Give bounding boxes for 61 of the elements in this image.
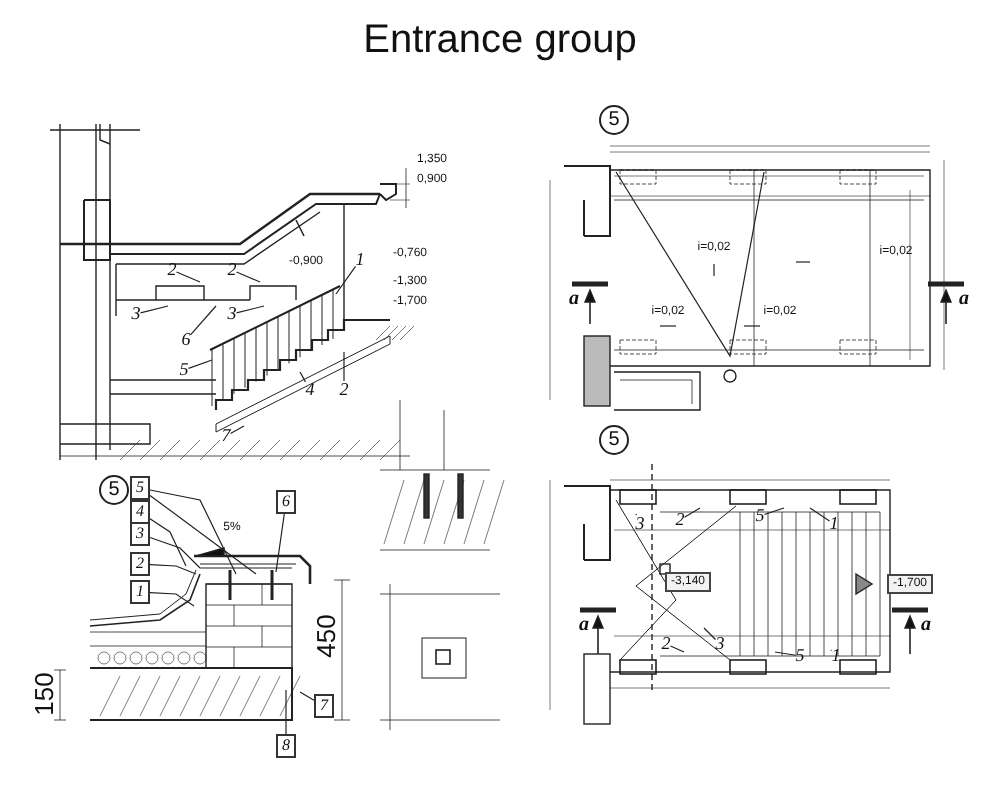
dimension-text: 150 [31, 672, 57, 716]
callout-number: 2 [167, 261, 177, 279]
section-marker: 5 [99, 475, 129, 505]
callout-number: 3 [131, 305, 141, 323]
section-letter: a [569, 290, 579, 310]
callout-number: 3 [715, 635, 725, 653]
callout-number: 2 [661, 635, 671, 653]
callout-number: 2 [675, 511, 685, 529]
leader-line [187, 359, 213, 369]
callout-number: 2 [227, 261, 237, 279]
leader-line [275, 513, 285, 573]
callout-number: 5 [755, 507, 765, 525]
callout-number: 5 [179, 361, 189, 379]
section-marker: 5 [599, 425, 629, 455]
callout-number: 1 [355, 251, 365, 269]
callout-number: 1 [829, 515, 839, 533]
callout-number: 6 [181, 331, 191, 349]
leader-line [703, 627, 717, 641]
leader-line [229, 425, 245, 435]
stair-plan-drawing [549, 463, 928, 725]
leader-line [235, 305, 265, 314]
leader-line [285, 689, 287, 735]
section-marker: 5 [599, 105, 629, 135]
parapet-detail-drawing [89, 547, 312, 721]
leader-line [809, 507, 831, 522]
callout-number: 7 [314, 694, 334, 718]
leader-line [189, 305, 217, 336]
callout-number: 8 [276, 734, 296, 758]
leader-line [149, 489, 237, 575]
callout-number: 3 [227, 305, 237, 323]
leader-line [149, 494, 257, 575]
leader-line [299, 691, 315, 701]
callout-number: 4 [305, 381, 315, 399]
callout-number: 5 [130, 476, 150, 500]
leader-line [774, 651, 797, 656]
callout-number: 3 [635, 515, 645, 533]
leader-line [235, 271, 261, 283]
leader-line [149, 518, 187, 567]
leader-line [683, 507, 701, 518]
leader-line [149, 591, 195, 607]
leader-line [149, 536, 201, 569]
callout-number: 4 [130, 500, 150, 524]
leader-line [139, 305, 169, 314]
leader-line [149, 563, 197, 575]
leader-line [343, 351, 345, 382]
callout-number: 2 [339, 381, 349, 399]
leader-line [335, 265, 357, 295]
dimension-text: 450 [313, 614, 339, 658]
section-letter: a [921, 616, 931, 636]
leader-line [299, 371, 307, 383]
leader-line [175, 271, 201, 283]
leader-line [763, 507, 785, 516]
section-letter: a [959, 290, 969, 310]
title: Entrance group [363, 20, 637, 60]
section-letter: a [579, 616, 589, 636]
callout-number: 7 [221, 427, 231, 445]
callout-number: 6 [276, 490, 296, 514]
callout-number: 3 [130, 522, 150, 546]
leader-line [669, 645, 685, 653]
callout-number: 5 [795, 647, 805, 665]
callout-number: 1 [831, 647, 841, 665]
